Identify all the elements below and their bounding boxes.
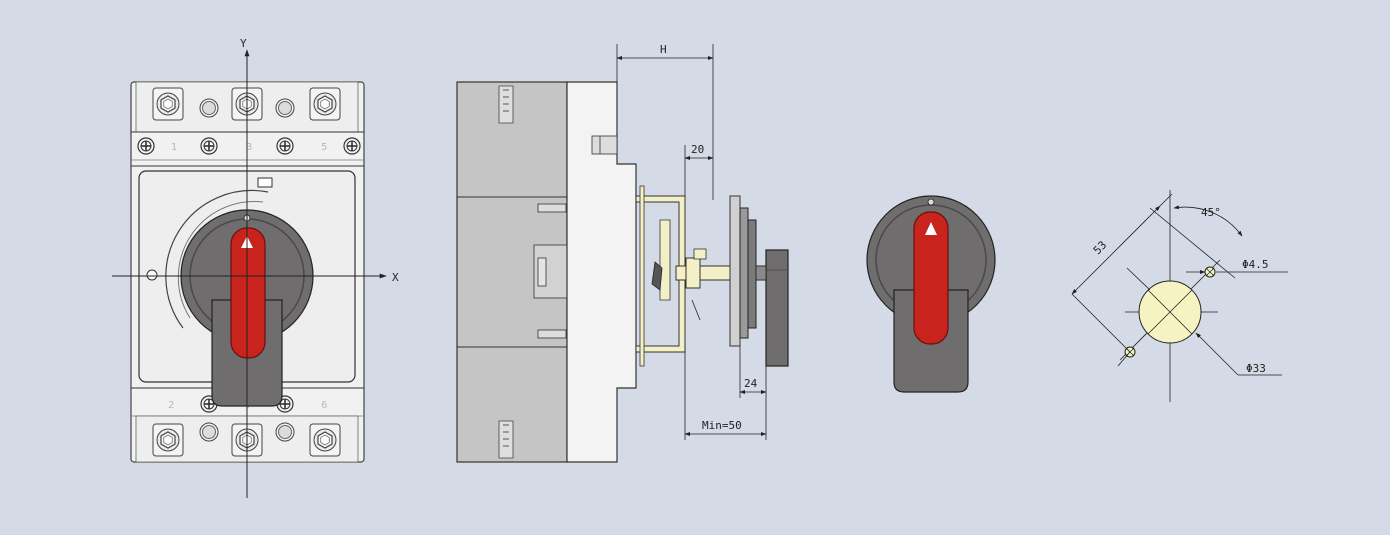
dimension-24: 24	[744, 377, 758, 390]
side-view: H 20 24 Min=50	[456, 43, 789, 463]
mounting-drawing: 53 45° Φ4.5 Φ33	[1071, 190, 1288, 402]
screw-icon	[137, 137, 155, 155]
terminal-hex-icon	[309, 87, 341, 121]
x-axis-label: X	[392, 271, 399, 284]
dimension-min-50: Min=50	[702, 419, 742, 432]
handle-red-lever	[230, 227, 266, 359]
indicator-window	[257, 177, 273, 188]
screw-icon	[276, 137, 294, 155]
dimension-diameter-33: Φ33	[1246, 362, 1266, 375]
y-axis-label: Y	[240, 37, 247, 50]
up-arrow-icon	[925, 222, 937, 235]
dimension-20: 20	[691, 143, 704, 156]
dimension-angle-45: 45°	[1201, 206, 1221, 219]
terminal-hex-icon	[152, 423, 184, 457]
washer-icon	[199, 98, 219, 118]
terminal-number-6: 6	[321, 400, 327, 411]
dimension-hole-4-5: Φ4.5	[1242, 258, 1269, 271]
terminal-hex-icon	[309, 423, 341, 457]
side-handle	[765, 249, 789, 367]
terminal-number-2: 2	[168, 400, 174, 411]
side-cover	[566, 81, 637, 463]
washer-icon	[275, 98, 295, 118]
terminal-hex-icon	[152, 87, 184, 121]
mounting-bracket	[635, 195, 686, 353]
front-view: 1 3 5 2 4 6 Y X	[112, 37, 399, 498]
screw-icon	[343, 137, 361, 155]
washer-icon	[275, 422, 295, 442]
handle-view-red-lever	[913, 211, 949, 345]
dimension-h: H	[660, 43, 667, 56]
terminal-number-3: 3	[246, 142, 252, 153]
door-plate	[729, 195, 741, 347]
screw-icon	[200, 137, 218, 155]
washer-icon	[199, 422, 219, 442]
handle-view	[866, 195, 996, 393]
terminal-number-5: 5	[321, 142, 327, 153]
small-hole-icon	[1204, 266, 1216, 278]
dimension-53: 53	[1091, 239, 1110, 258]
terminal-number-1: 1	[171, 142, 177, 153]
